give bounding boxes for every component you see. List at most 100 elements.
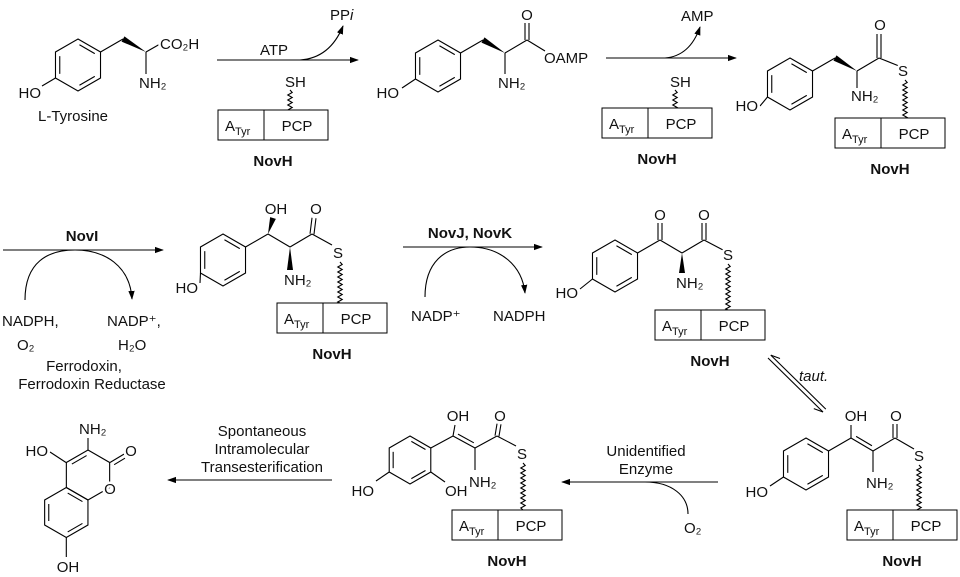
atom-label-nh2: NH₂ bbox=[851, 88, 879, 105]
step-label: Transesterification bbox=[201, 459, 323, 476]
cofactor-in: O₂ bbox=[17, 337, 35, 354]
benzene-ring bbox=[388, 435, 432, 485]
enzyme-name-label: NovH bbox=[690, 353, 729, 370]
cofactor-out: NADPH bbox=[493, 308, 546, 325]
double-bond bbox=[457, 433, 475, 444]
wavy-bond-to-pcp bbox=[519, 462, 527, 511]
equilibrium-arrow bbox=[767, 357, 824, 413]
single-bond bbox=[267, 233, 291, 248]
enzyme-name-label: NovH bbox=[487, 553, 526, 570]
atom-label-nh2: NH₂ bbox=[469, 474, 497, 491]
atom-label-s: S bbox=[898, 63, 908, 80]
benzene-ring bbox=[199, 233, 247, 287]
single-bond bbox=[878, 57, 900, 67]
aromatic-double-bond bbox=[224, 270, 241, 281]
step-unidentified-enzyme-hydroxylation: Unidentified Enzyme O₂ bbox=[606, 443, 701, 537]
enzyme-label: NovJ, NovK bbox=[428, 225, 512, 242]
double-bond bbox=[494, 423, 498, 436]
aromatic-double-bond bbox=[411, 440, 426, 450]
atom-label-o-thioester: O bbox=[698, 207, 710, 224]
aromatic-double-bond bbox=[224, 239, 241, 250]
single-bond bbox=[579, 278, 593, 290]
single-bond bbox=[452, 424, 456, 437]
cofactor-in: NADP⁺ bbox=[411, 308, 461, 325]
enzyme-label: Enzyme bbox=[619, 461, 673, 478]
single-bond bbox=[759, 96, 768, 107]
atom-label-nh2: NH₂ bbox=[139, 75, 167, 92]
atom-label-nh2: NH₂ bbox=[284, 272, 312, 289]
single-bond bbox=[526, 39, 546, 52]
single-bond bbox=[49, 451, 67, 463]
single-bond bbox=[100, 38, 124, 53]
curved-arrow-ppi bbox=[299, 25, 344, 61]
molecule-l-tyrosine: HO CO₂H NH₂ L-Tyrosine bbox=[16, 34, 202, 126]
aromatic-double-bond bbox=[791, 63, 808, 74]
molecule-enol-tyrosyl-s-pcp: HO OH O S NH₂ bbox=[743, 406, 927, 504]
enzyme-box bbox=[846, 509, 958, 541]
step-thiolation: AMP SH bbox=[668, 8, 714, 94]
atom-label-s: S bbox=[517, 446, 527, 463]
pcp-domain-label: PCP bbox=[341, 311, 372, 328]
wedge-bond bbox=[679, 253, 685, 273]
atom-label-ho: HO bbox=[377, 85, 400, 102]
curved-arrow-o2 bbox=[644, 481, 689, 515]
single-bond bbox=[812, 57, 836, 72]
adenylation-domain-label: ATyr bbox=[854, 518, 880, 538]
curved-arrow-cofactor bbox=[24, 249, 135, 301]
adenylation-domain-label: ATyr bbox=[225, 118, 251, 138]
enzyme-box bbox=[601, 107, 713, 139]
enzyme-label: Unidentified bbox=[606, 443, 685, 460]
aromatic-double-bond bbox=[807, 474, 824, 485]
wedge-bond bbox=[287, 247, 293, 270]
enzyme-box bbox=[834, 117, 946, 149]
double-bond bbox=[309, 217, 313, 234]
single-bond bbox=[872, 437, 896, 452]
enzyme-name-label: NovH bbox=[637, 151, 676, 168]
atom-label-s: S bbox=[723, 247, 733, 264]
atom-label-o: O bbox=[521, 7, 533, 24]
single-bond bbox=[828, 437, 852, 452]
atom-label-oh-ring: OH bbox=[445, 483, 468, 500]
atom-label-ho: HO bbox=[736, 98, 759, 115]
atom-label-oh: OH bbox=[57, 559, 80, 576]
curved-arrow-cofactor bbox=[424, 246, 528, 298]
single-bond bbox=[245, 233, 269, 248]
enzyme-name-label: NovH bbox=[312, 346, 351, 363]
reagent-label: ATP bbox=[260, 42, 288, 59]
enzyme-box bbox=[276, 302, 388, 334]
pcp-domain-label: PCP bbox=[719, 318, 750, 335]
thiol-label: SH bbox=[285, 74, 306, 91]
pcp-domain-label: PCP bbox=[911, 518, 942, 535]
single-bond bbox=[430, 435, 454, 449]
double-bond bbox=[452, 435, 476, 449]
atom-label-s: S bbox=[914, 448, 924, 465]
double-bond bbox=[850, 437, 874, 452]
benzene-ring bbox=[54, 38, 102, 92]
single-bond bbox=[681, 239, 705, 254]
single-bond bbox=[145, 43, 161, 53]
atom-label-ho: HO bbox=[746, 484, 769, 501]
aromatic-double-bond bbox=[616, 276, 633, 287]
equilibrium-arrowhead bbox=[813, 408, 824, 413]
enzyme-box bbox=[654, 309, 766, 341]
wavy-bond-to-pcp bbox=[671, 89, 679, 109]
benzene-ring bbox=[65, 449, 111, 501]
molecule-dihydroxyphenyl-enol-s-pcp: HO OH OH O S NH₂ bbox=[349, 406, 530, 503]
wavy-bond-to-pcp bbox=[724, 263, 732, 311]
byproduct-label: PPi bbox=[330, 7, 354, 24]
single-bond bbox=[460, 39, 484, 54]
step-label: Intramolecular bbox=[214, 441, 309, 458]
wavy-bond-to-pcp bbox=[336, 261, 344, 304]
single-bond bbox=[637, 239, 661, 254]
wavy-bond-to-pcp bbox=[901, 79, 909, 119]
aromatic-double-bond bbox=[791, 94, 808, 105]
single-bond bbox=[769, 476, 784, 487]
atom-label-ho: HO bbox=[176, 280, 199, 297]
atom-label-oamp: OAMP bbox=[544, 50, 588, 67]
atom-label-ho: HO bbox=[352, 483, 375, 500]
cofactor-out: NADP⁺, bbox=[107, 313, 161, 330]
aromatic-double-bond bbox=[71, 455, 87, 465]
step-novi-hydroxylation: NovI NADPH, O₂ NADP⁺, H₂O Ferrodoxin, Fe… bbox=[2, 228, 166, 393]
